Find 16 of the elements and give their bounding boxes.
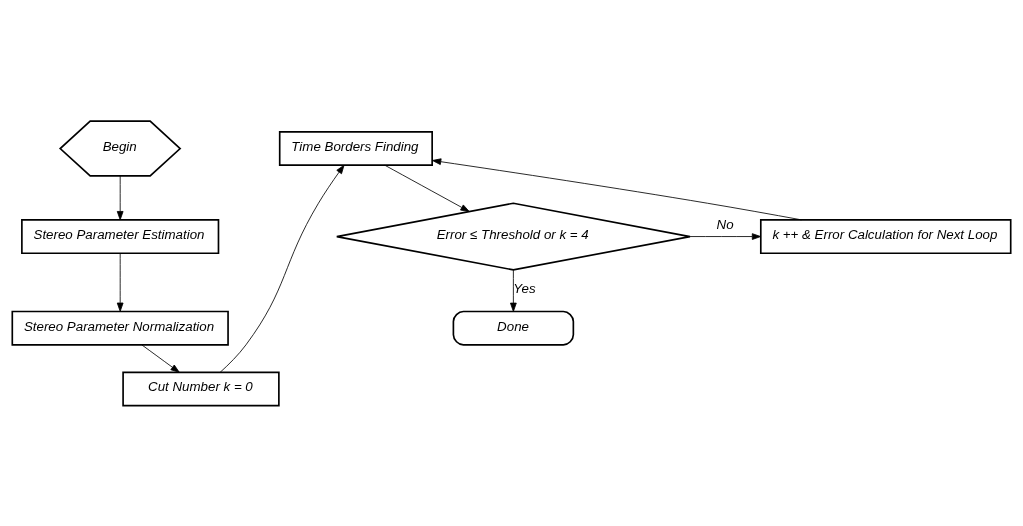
node-box: Time Borders Finding — [278, 130, 433, 166]
arrow — [689, 232, 762, 240]
arrow — [116, 252, 124, 312]
node-box: Stereo Parameter Estimation — [21, 218, 220, 254]
arrow — [384, 164, 470, 212]
arrow — [141, 343, 180, 373]
node-box: Done — [452, 310, 575, 346]
edge-label: No — [716, 216, 734, 232]
arrow — [432, 157, 802, 220]
arrow — [219, 164, 345, 373]
arrow — [116, 174, 124, 220]
arrow — [510, 269, 517, 312]
node-box: Cut Number k = 0 — [122, 371, 280, 406]
node-box: k ++ & Error Calculation for Next Loop — [759, 218, 1012, 254]
edge-label: Yes — [513, 280, 536, 296]
node-box: Stereo Parameter Normalization — [11, 310, 229, 346]
